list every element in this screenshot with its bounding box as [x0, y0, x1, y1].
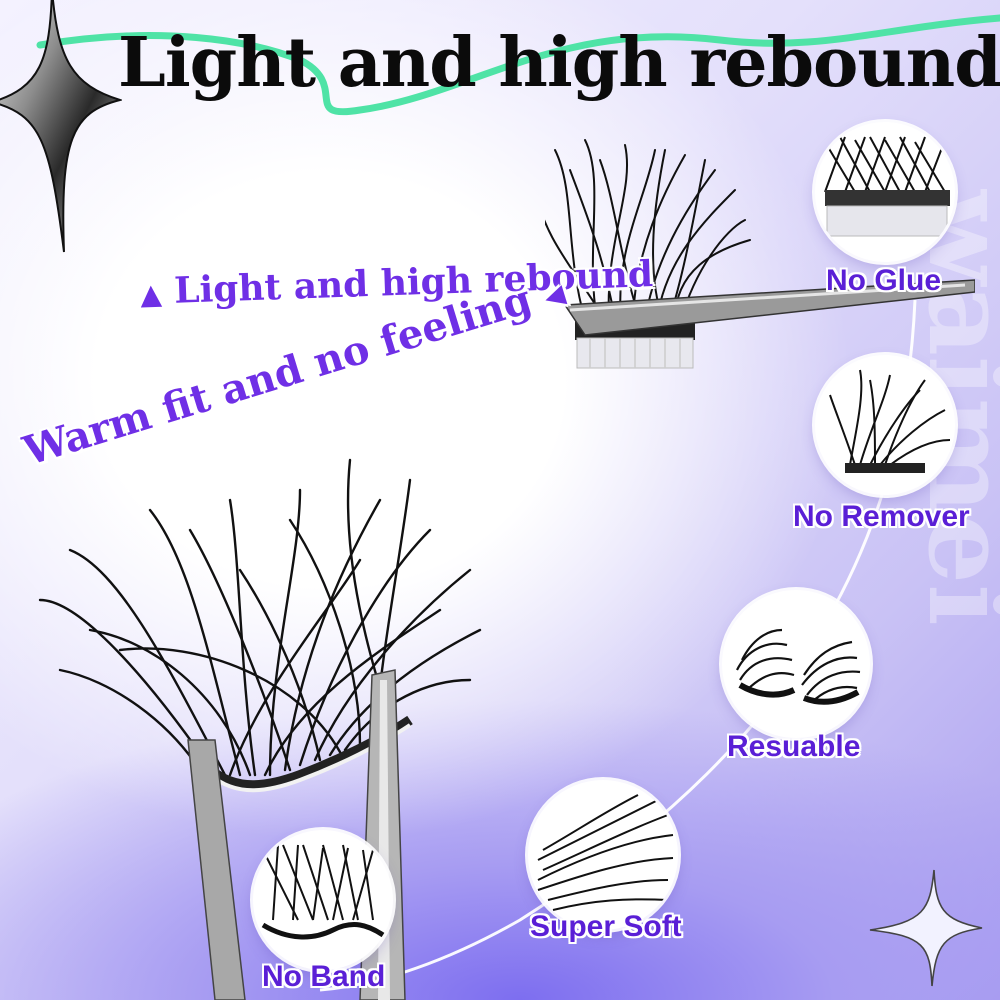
four-point-star-icon: [869, 869, 983, 987]
sparkle-icon: ▲: [139, 277, 163, 311]
feature-no-remover-image: [815, 355, 955, 495]
lash-cluster-image: [545, 139, 975, 369]
tweezers: [563, 279, 975, 336]
four-point-star-icon: [0, 0, 122, 253]
feature-label-resuable: Resuable: [727, 730, 861, 763]
feature-no-glue-image: [815, 122, 955, 262]
feature-label-no-band: No Band: [262, 960, 386, 993]
feature-resuable-image: [722, 590, 870, 738]
feature-label-no-glue: No Glue: [826, 264, 942, 297]
feature-label-no-remover: No Remover: [793, 500, 970, 533]
feature-super-soft-image: [528, 780, 678, 930]
feature-label-super-soft: Super Soft: [530, 910, 682, 943]
page-title: Light and high rebound: [118, 23, 1000, 103]
feature-no-band-image: [253, 830, 393, 970]
